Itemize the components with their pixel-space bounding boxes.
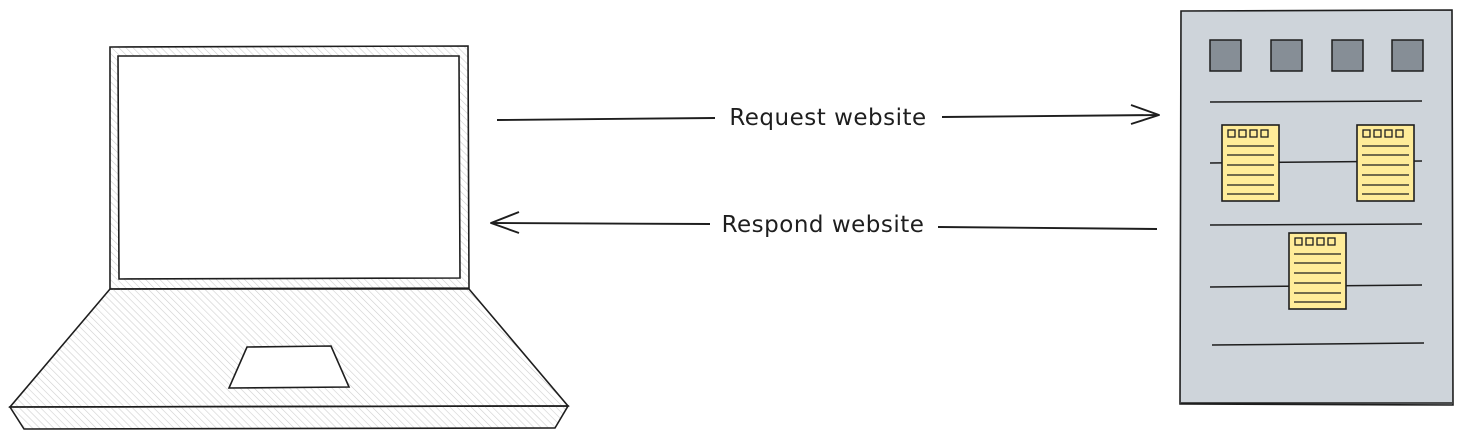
response-arrowhead <box>490 211 520 234</box>
server-shelf <box>1211 342 1425 346</box>
server-shelf <box>1209 223 1423 226</box>
server-rack-icon <box>1179 9 1454 406</box>
document-icon <box>1221 124 1280 202</box>
laptop-screen <box>117 55 461 280</box>
server-slot <box>1270 39 1303 72</box>
response-label: Respond website <box>722 212 925 238</box>
laptop-icon <box>8 45 570 430</box>
laptop-trackpad <box>227 345 351 389</box>
request-edge: Request website <box>496 104 1160 131</box>
server-body <box>1179 9 1454 406</box>
document-icon <box>1288 232 1347 310</box>
document-icon <box>1356 124 1415 202</box>
response-edge: Respond website <box>490 211 1158 238</box>
server-slot <box>1209 39 1242 72</box>
request-label: Request website <box>729 105 926 131</box>
laptop-base <box>8 405 570 430</box>
request-arrowhead <box>1130 104 1160 125</box>
server-shelf <box>1209 100 1423 103</box>
server-slot <box>1331 39 1364 72</box>
server-slot <box>1391 39 1424 72</box>
